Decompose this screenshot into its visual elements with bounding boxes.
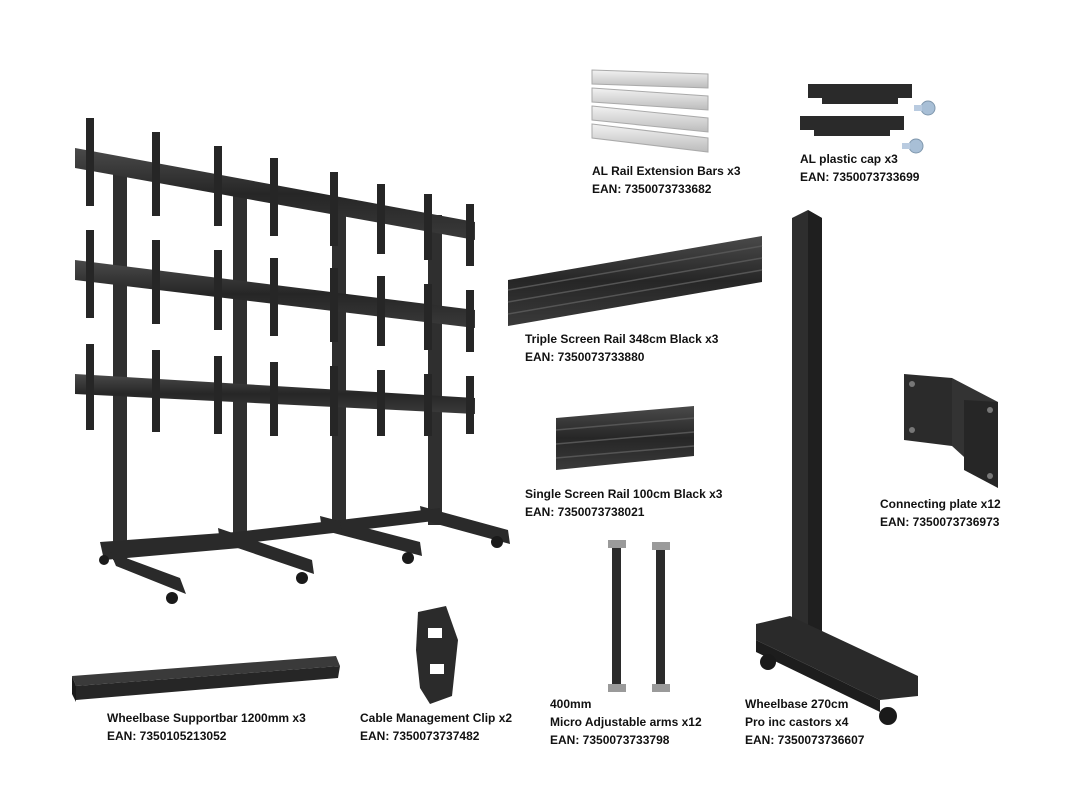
- wheelbase-label: Wheelbase 270cm Pro inc castors x4 EAN: …: [745, 695, 864, 749]
- al-rail-label: AL Rail Extension Bars x3 EAN: 735007373…: [592, 162, 741, 198]
- plastic-cap-icon: [800, 84, 936, 154]
- al-cap-label: AL plastic cap x3 EAN: 7350073733699: [800, 150, 919, 186]
- al-rail-icon: [591, 69, 709, 153]
- single-rail-icon: [555, 406, 695, 470]
- triple-rail-name: Triple Screen Rail 348cm Black x3: [525, 332, 719, 346]
- single-rail-name: Single Screen Rail 100cm Black x3: [525, 487, 723, 501]
- al-cap-name: AL plastic cap x3: [800, 152, 898, 166]
- micro-arm-icon: [608, 540, 670, 692]
- cable-clip-ean: EAN: 7350073737482: [360, 729, 480, 743]
- triple-rail-ean: EAN: 7350073733880: [525, 350, 645, 364]
- connecting-plate-name: Connecting plate x12: [880, 497, 1001, 511]
- micro-arms-name: Micro Adjustable arms x12: [550, 715, 702, 729]
- single-rail-ean: EAN: 7350073738021: [525, 505, 645, 519]
- supportbar-icon: [72, 656, 340, 702]
- wheelbase-ean: EAN: 7350073736607: [745, 733, 865, 747]
- connecting-plate-label: Connecting plate x12 EAN: 7350073736973: [880, 495, 1001, 531]
- supportbar-name: Wheelbase Supportbar 1200mm x3: [107, 711, 306, 725]
- al-rail-name: AL Rail Extension Bars x3: [592, 164, 741, 178]
- connecting-plate-icon: [904, 374, 998, 488]
- al-cap-ean: EAN: 7350073733699: [800, 170, 920, 184]
- micro-arms-label: 400mm Micro Adjustable arms x12 EAN: 735…: [550, 695, 702, 749]
- supportbar-ean: EAN: 7350105213052: [107, 729, 227, 743]
- single-rail-label: Single Screen Rail 100cm Black x3 EAN: 7…: [525, 485, 722, 521]
- triple-rail-icon: [507, 236, 763, 326]
- supportbar-label: Wheelbase Supportbar 1200mm x3 EAN: 7350…: [107, 709, 306, 745]
- micro-arms-size: 400mm: [550, 697, 592, 711]
- cable-clip-label: Cable Management Clip x2 EAN: 7350073737…: [360, 709, 512, 745]
- al-rail-ean: EAN: 7350073733682: [592, 182, 712, 196]
- triple-rail-label: Triple Screen Rail 348cm Black x3 EAN: 7…: [525, 330, 718, 366]
- micro-arms-ean: EAN: 7350073733798: [550, 733, 670, 747]
- connecting-plate-ean: EAN: 7350073736973: [880, 515, 1000, 529]
- cable-clip-name: Cable Management Clip x2: [360, 711, 513, 725]
- cable-clip-icon: [416, 606, 458, 704]
- wheelbase-name: Wheelbase 270cm: [745, 697, 849, 711]
- wheelbase-name-2: Pro inc castors x4: [745, 715, 849, 729]
- video-wall-stand-icon: [75, 118, 510, 604]
- wheelbase-icon: [756, 210, 918, 725]
